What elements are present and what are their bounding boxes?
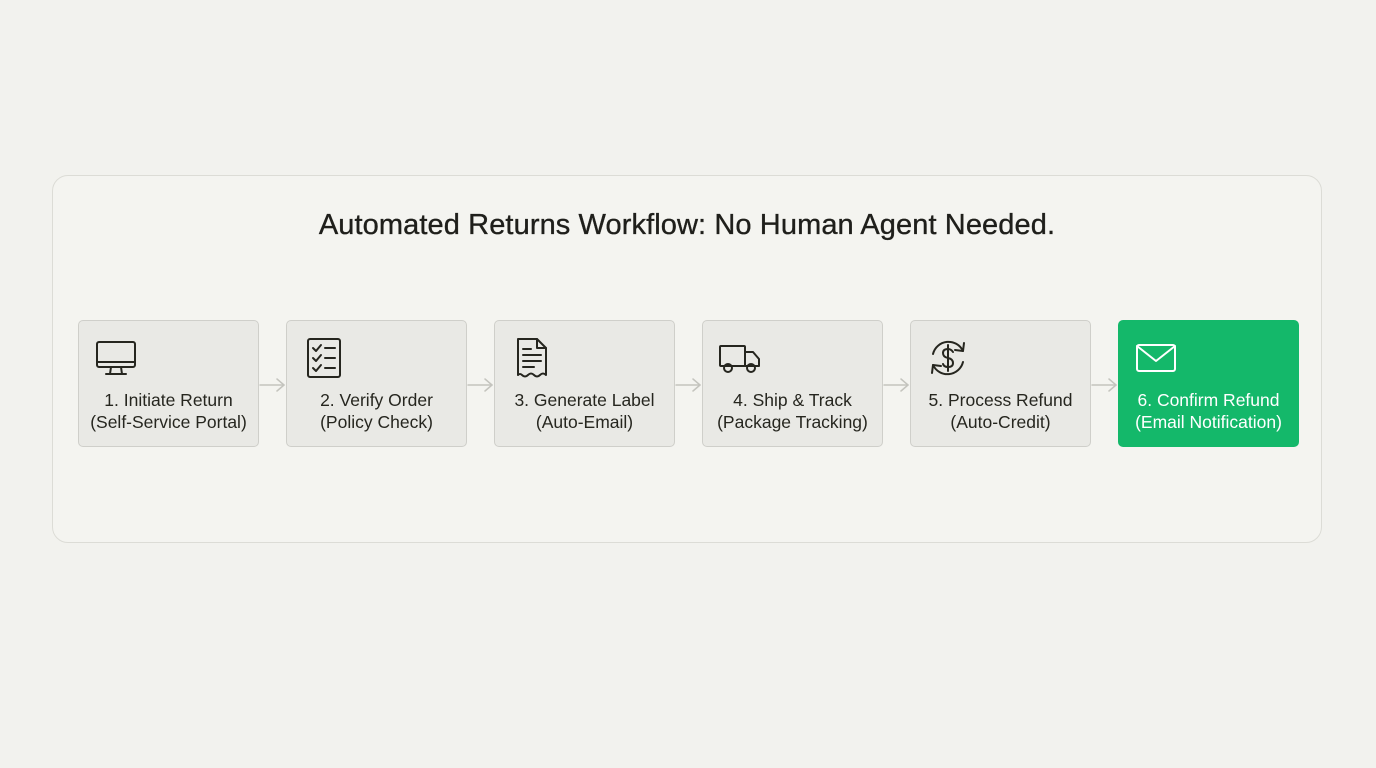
step-subtitle: (Auto-Credit) [950,412,1051,432]
step-subtitle: (Policy Check) [320,412,433,432]
truck-icon [718,336,762,380]
step-verify-order: 2. Verify Order (Policy Check) [286,320,467,447]
step-title: 6. Confirm Refund [1137,390,1280,410]
step-generate-label: 3. Generate Label (Auto-Email) [494,320,675,447]
step-process-refund: 5. Process Refund (Auto-Credit) [910,320,1091,447]
step-subtitle: (Email Notification) [1135,412,1282,432]
step-subtitle: (Auto-Email) [535,412,634,432]
monitor-icon [94,336,138,380]
step-label: 6. Confirm Refund (Email Notification) [1119,389,1298,433]
step-title: 5. Process Refund [928,390,1073,410]
arrow-icon [467,377,495,393]
arrow-icon [883,377,911,393]
step-label: 3. Generate Label (Auto-Email) [495,389,674,433]
arrow-icon [259,377,287,393]
step-subtitle: (Package Tracking) [717,412,868,432]
step-subtitle: (Self-Service Portal) [90,412,247,432]
step-confirm-refund: 6. Confirm Refund (Email Notification) [1118,320,1299,447]
step-title: 2. Verify Order [320,390,433,410]
step-label: 1. Initiate Return (Self-Service Portal) [79,389,258,433]
checklist-icon [302,336,346,380]
step-title: 3. Generate Label [514,390,655,410]
step-title: 1. Initiate Return [104,390,233,410]
step-label: 5. Process Refund (Auto-Credit) [911,389,1090,433]
diagram-title: Automated Returns Workflow: No Human Age… [318,209,1056,241]
step-label: 2. Verify Order (Policy Check) [287,389,466,433]
document-icon [510,336,554,380]
arrow-icon [1091,377,1119,393]
arrow-icon [675,377,703,393]
workflow-panel: Automated Returns Workflow: No Human Age… [52,175,1322,543]
envelope-icon [1134,336,1178,380]
step-label: 4. Ship & Track (Package Tracking) [703,389,882,433]
step-initiate-return: 1. Initiate Return (Self-Service Portal) [78,320,259,447]
refund-icon [926,336,970,380]
step-title: 4. Ship & Track [733,390,852,410]
step-ship-and-track: 4. Ship & Track (Package Tracking) [702,320,883,447]
